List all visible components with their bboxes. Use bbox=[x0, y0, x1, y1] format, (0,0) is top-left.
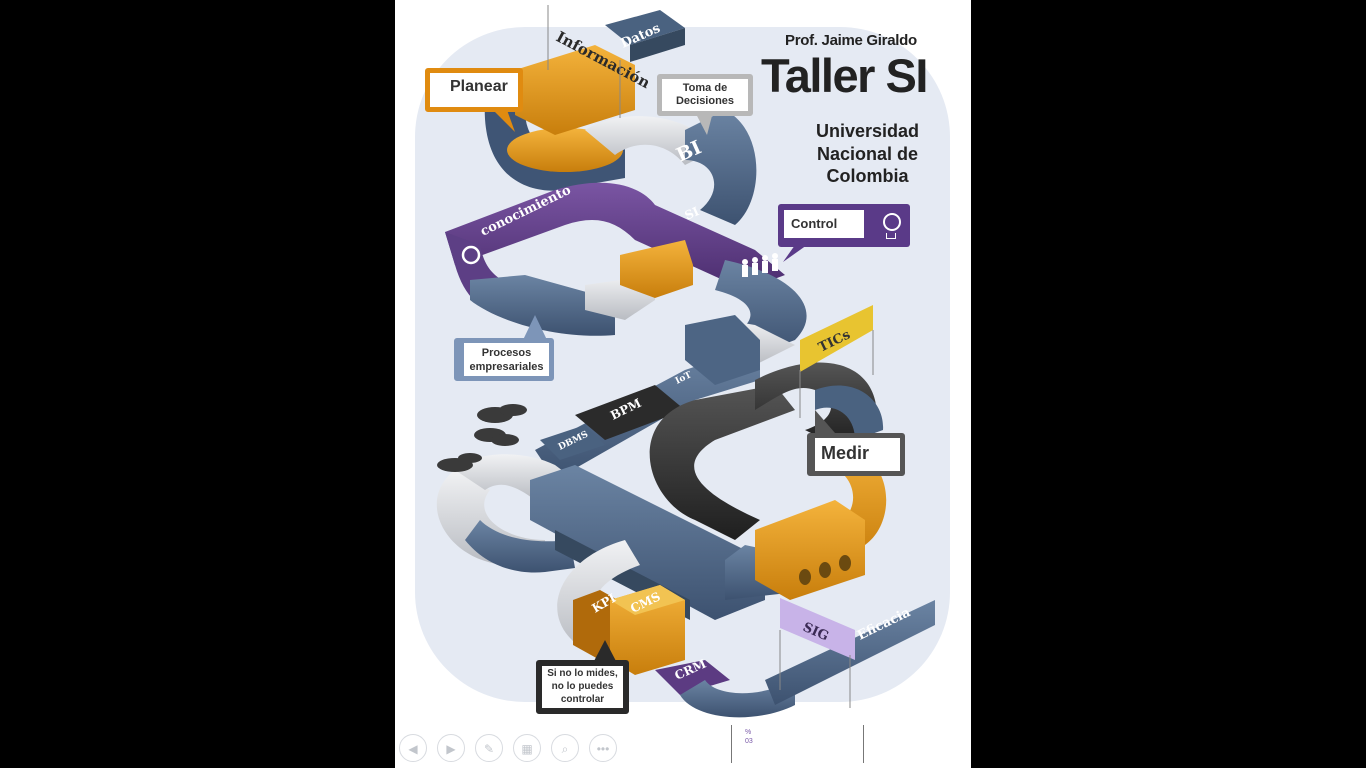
flag-tics bbox=[800, 305, 873, 372]
block-datos bbox=[605, 10, 685, 45]
zoom-icon[interactable]: ⌕ bbox=[551, 734, 579, 762]
callout-toma-decisiones: Toma de Decisiones bbox=[657, 74, 753, 116]
road-segment-bi bbox=[685, 110, 757, 225]
road-segment-long-band bbox=[530, 465, 765, 620]
callout-toma-text: Toma de Decisiones bbox=[675, 82, 735, 107]
callout-procesos-text: Procesos empresariales bbox=[469, 347, 544, 373]
clouds-icon bbox=[437, 404, 527, 472]
callout-medir-text: Medir bbox=[821, 443, 870, 463]
callout-planear-text: Planear bbox=[450, 78, 508, 95]
block-bpm bbox=[575, 385, 685, 440]
callout-procesos: Procesos empresariales bbox=[454, 338, 554, 381]
callout-frase: Si no lo mides, no lo puedes controlar bbox=[536, 660, 629, 714]
callout-medir: Medir bbox=[807, 433, 905, 476]
author-name: Prof. Jaime Giraldo bbox=[785, 32, 917, 49]
road-segment-mid-left bbox=[470, 275, 615, 336]
road-segment-crm bbox=[680, 680, 795, 718]
road-segment-orange-arc bbox=[507, 128, 623, 172]
pen-icon[interactable]: ✎ bbox=[475, 734, 503, 762]
callout-frase-text: Si no lo mides, no lo puedes controlar bbox=[547, 668, 618, 705]
callout-planear: Planear bbox=[425, 68, 523, 112]
people-icon bbox=[742, 253, 778, 277]
road-segment-black-s bbox=[649, 385, 795, 540]
road-segment-conocimiento bbox=[445, 182, 785, 290]
next-icon[interactable]: ▶ bbox=[437, 734, 465, 762]
prev-icon[interactable]: ◀ bbox=[399, 734, 427, 762]
label-si: SI bbox=[683, 204, 702, 223]
presentation-slide: Información Datos BI conocimiento SI TIC… bbox=[395, 0, 971, 768]
road-segment-right-loop bbox=[715, 260, 807, 355]
road-segment-gray-arc bbox=[585, 116, 715, 165]
callout-control: Control bbox=[778, 204, 910, 247]
more-icon[interactable]: ••• bbox=[589, 734, 617, 762]
callout-control-text: Control bbox=[791, 216, 838, 231]
lightbulb-icon bbox=[883, 213, 901, 231]
slide-title: Taller SI bbox=[761, 49, 928, 102]
block-dbms bbox=[540, 425, 605, 460]
block-crm bbox=[655, 660, 730, 695]
gear-icon bbox=[461, 245, 481, 265]
block-orange-big bbox=[755, 500, 865, 600]
small-link-glyph: %03 bbox=[745, 729, 753, 745]
block-blue-mid bbox=[685, 315, 760, 385]
block-informacion bbox=[515, 45, 635, 135]
slides-icon[interactable]: ▦ bbox=[513, 734, 541, 762]
university-name: Universidad Nacional de Colombia bbox=[815, 121, 920, 186]
block-sig bbox=[780, 598, 855, 660]
block-orange-mid bbox=[620, 240, 693, 298]
lightbulb-base bbox=[886, 233, 896, 239]
